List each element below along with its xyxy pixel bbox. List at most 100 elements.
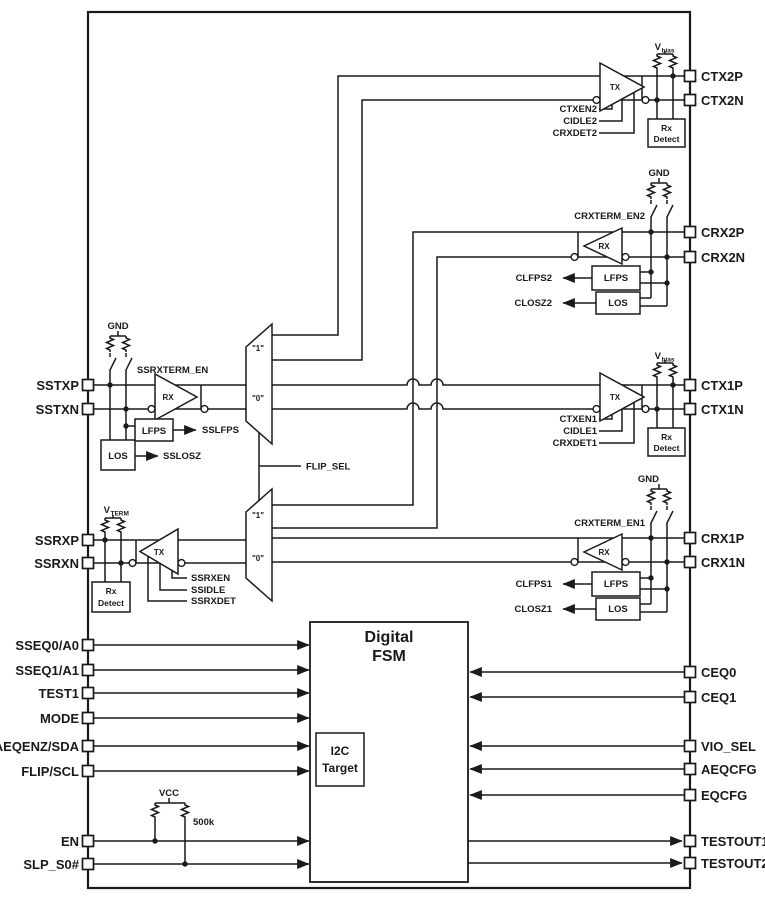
pin-label-sstxn: SSTXN	[36, 402, 79, 417]
lfps-ch1-label: LFPS	[604, 579, 628, 590]
rx-detect-box-ch1	[647, 427, 686, 457]
los-ch1-label: LOS	[608, 604, 628, 615]
mux-upper-one-label: "1"	[252, 344, 264, 353]
pin-label-en: EN	[61, 834, 79, 849]
buffer-labels: TX RX RX TX RX TX	[154, 83, 621, 557]
rx-detect-ss-line2: Detect	[98, 598, 124, 608]
i2c-target-line1: I2C	[331, 744, 350, 758]
vcc-label: VCC	[159, 788, 179, 799]
pin-CTX1P	[683, 378, 697, 392]
gnd-ch2-label: GND	[648, 168, 669, 179]
mux-labels: "1" "0" "1" "0"	[252, 344, 264, 563]
pin-label-ssrxn: SSRXN	[34, 556, 79, 571]
pin-SSTXN	[81, 402, 95, 416]
sstx-rx-label: RX	[162, 393, 174, 402]
pin-SSTXP	[81, 378, 95, 392]
pin-FLIP-SCL	[81, 764, 95, 778]
crxdet1-label: CRXDET1	[553, 438, 598, 449]
ssrxterm-en-label: SSRXTERM_EN	[137, 365, 208, 376]
pin-label-flip-scl: FLIP/SCL	[21, 764, 79, 779]
vbias-ch2-sub: bias	[662, 48, 675, 55]
pin-CEQ1	[683, 690, 697, 704]
pin-label-crx1p: CRX1P	[701, 531, 745, 546]
pin-VIO_SEL	[683, 739, 697, 753]
vterm-sub: TERM	[111, 511, 129, 518]
mux-lower-one-label: "1"	[252, 511, 264, 520]
pin-label-ctx2n: CTX2N	[701, 93, 744, 108]
sslosz-label: SSLOSZ	[163, 451, 201, 462]
gnd-ch1-label: GND	[638, 474, 659, 485]
flip-sel-label: FLIP_SEL	[306, 462, 351, 473]
pin-CEQ0	[683, 665, 697, 679]
pin-label-ceq1: CEQ1	[701, 690, 736, 705]
lfps-ch2-label: LFPS	[604, 273, 628, 284]
pin-label-ctx2p: CTX2P	[701, 69, 743, 84]
pin-SSRXP	[81, 533, 95, 547]
tx2-buffer	[599, 61, 646, 113]
los-ss-label: LOS	[108, 451, 128, 462]
pin-label-testout2: TESTOUT2	[701, 856, 765, 871]
vterm-label: V	[104, 505, 111, 516]
pin-label-crx1n: CRX1N	[701, 555, 745, 570]
crx2-buffer	[582, 226, 623, 266]
sstx-rx-buffer	[154, 372, 199, 422]
ctxen1-label: CTXEN1	[560, 414, 598, 425]
vbias-ch1-sub: bias	[662, 357, 675, 364]
rx-detect-box-ss	[91, 581, 131, 613]
pin-label-slp-s0: SLP_S0#	[23, 857, 79, 872]
ssrxen-label: SSRXEN	[191, 573, 230, 584]
ctxen2-label: CTXEN2	[560, 104, 597, 115]
pin-label-ssrxp: SSRXP	[35, 533, 79, 548]
crx2-rx-label: RX	[598, 242, 610, 251]
pin-CRX1P	[683, 531, 697, 545]
rx-detect-box-ch2	[647, 118, 686, 148]
pin-label-ceq0: CEQ0	[701, 665, 736, 680]
tx2-label: TX	[610, 83, 621, 92]
pin-label-crx2p: CRX2P	[701, 225, 745, 240]
lfps-box-ch1	[591, 571, 641, 597]
pin-EQCFG	[683, 788, 697, 802]
pin-TESTOUT2	[683, 856, 697, 870]
rx-detect-ch2-line1: Rx	[661, 123, 672, 133]
crx1-rx-label: RX	[598, 548, 610, 557]
pin-SLP-S0	[81, 857, 95, 871]
termination-switches	[109, 199, 674, 528]
crxterm-en2-label: CRXTERM_EN2	[574, 211, 645, 222]
vbias-ch2-label: V	[655, 42, 662, 53]
pin-EN	[81, 834, 95, 848]
pin-CTX1N	[683, 402, 697, 416]
pin-label-sstxp: SSTXP	[36, 378, 79, 393]
pin-label-crx2n: CRX2N	[701, 250, 745, 265]
tx1-buffer	[599, 371, 646, 423]
vbias-ch1-label: V	[655, 351, 662, 362]
i2c-target-box	[315, 732, 365, 787]
i2c-target-line2: Target	[322, 761, 358, 775]
pin-label-eqcfg: EQCFG	[701, 788, 747, 803]
digital-fsm-line1: Digital	[365, 629, 414, 646]
clfps2-label: CLFPS2	[516, 273, 552, 284]
mux-lower	[245, 487, 273, 603]
sslfps-label: SSLFPS	[202, 425, 239, 436]
pin-SSRXN	[81, 556, 95, 570]
ssrx-tx-buffer	[138, 527, 179, 576]
pin-CTX2N	[683, 93, 697, 107]
pin-TEST1	[81, 686, 95, 700]
tx1-label: TX	[610, 393, 621, 402]
lfps-box-ch2	[591, 265, 641, 291]
pullup-value-label: 500k	[193, 817, 215, 828]
pin-SSEQ0-A0	[81, 638, 95, 652]
pin-label-vio-sel: VIO_SEL	[701, 739, 756, 754]
pin-CRX1N	[683, 555, 697, 569]
mux-upper-zero-label: "0"	[252, 394, 264, 403]
crxterm-en1-label: CRXTERM_EN1	[574, 518, 645, 529]
gnd-ss-label: GND	[107, 321, 128, 332]
pin-SSEQ1-A1	[81, 663, 95, 677]
pin-label-mode: MODE	[40, 711, 79, 726]
ssidle-label: SSIDLE	[191, 585, 225, 596]
supply-labels: V bias GND GND V bias GND V TERM VCC 500…	[104, 42, 675, 828]
pin-CRX2P	[683, 225, 697, 239]
cidle1-label: CIDLE1	[563, 426, 598, 437]
los-ch2-label: LOS	[608, 298, 628, 309]
